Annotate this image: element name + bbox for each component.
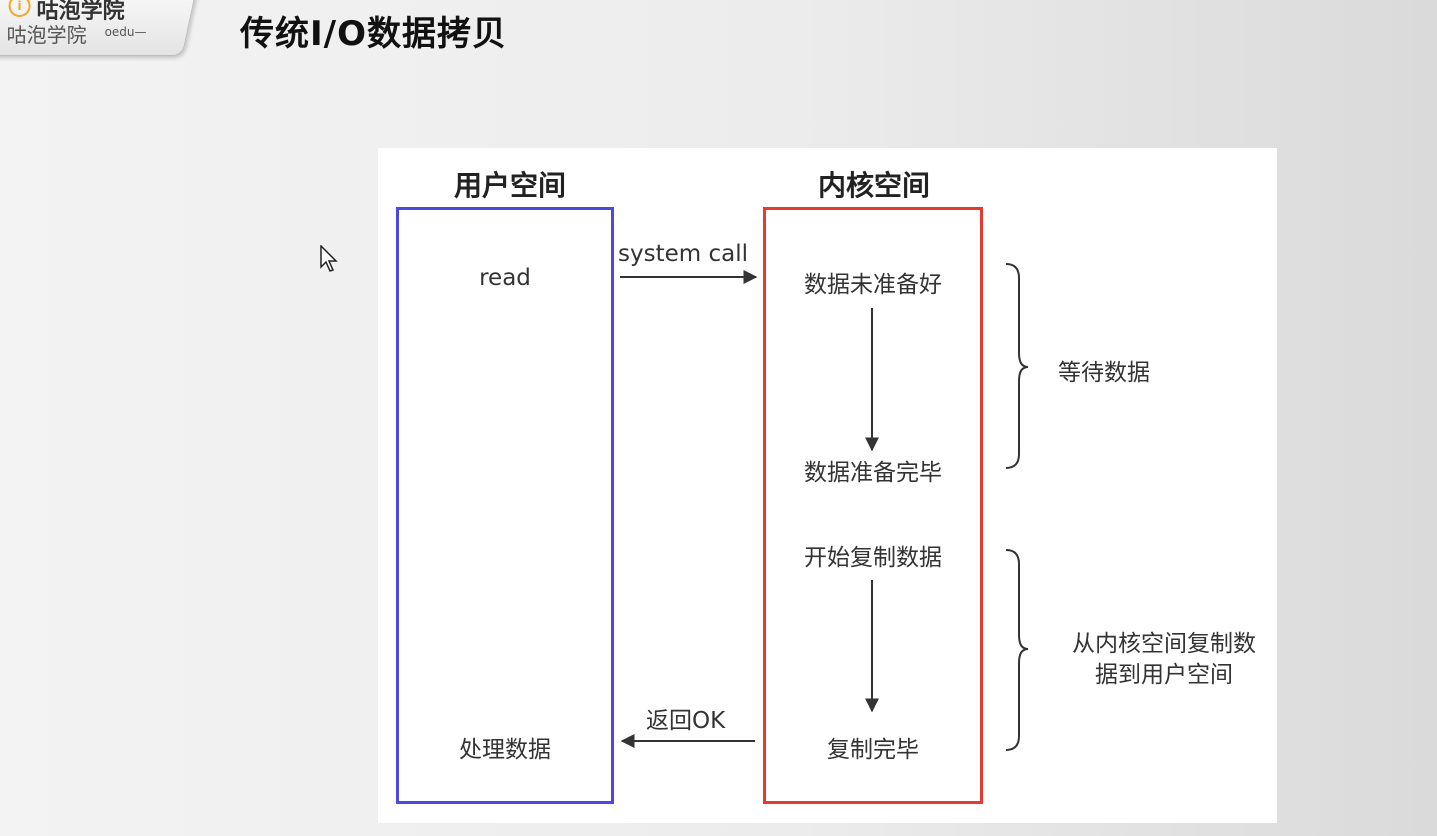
diagram-connectors: [620, 263, 1029, 751]
start-copy-label: 开始复制数据: [804, 545, 942, 571]
copy-done-label: 复制完毕: [827, 737, 919, 763]
brand-mark-icon: i: [8, 0, 31, 17]
copy-brace-icon: [1005, 549, 1029, 751]
brand-name-secondary: 咕泡学院: [6, 23, 87, 47]
kernel-space-header: 内核空间: [817, 169, 930, 202]
copy-phase-label-line2: 据到用户空间: [1095, 662, 1233, 688]
user-space-header: 用户空间: [453, 169, 566, 202]
mouse-cursor-icon: [320, 245, 338, 272]
wait-data-label: 等待数据: [1058, 360, 1150, 386]
user-space-box: [396, 207, 614, 804]
data-ready-label: 数据准备完毕: [804, 460, 942, 486]
brand-domain: oedu—: [104, 25, 147, 39]
read-label: read: [479, 265, 531, 291]
brand-logo: i 咕泡学院 咕泡学院 oedu—: [0, 0, 198, 56]
data-not-ready-label: 数据未准备好: [804, 272, 942, 298]
return-ok-label: 返回OK: [646, 708, 726, 734]
kernel-space-box: [763, 207, 983, 804]
process-data-label: 处理数据: [459, 737, 551, 763]
system-call-label: system call: [618, 241, 748, 267]
wait-brace-icon: [1005, 263, 1029, 469]
copy-phase-label-line1: 从内核空间复制数: [1072, 631, 1256, 657]
diagram-panel: 用户空间 内核空间 read 处理数据 数据未准备好 数据准备完毕 开始复制数据…: [378, 148, 1277, 823]
page-title: 传统I/O数据拷贝: [240, 14, 507, 54]
